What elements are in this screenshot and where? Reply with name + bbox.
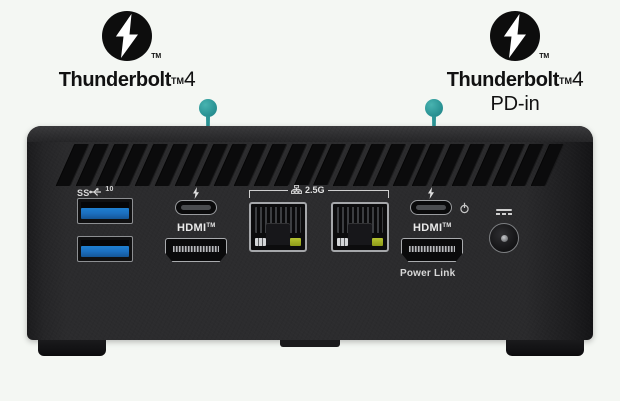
rj45-latch-slot xyxy=(348,223,372,245)
lan-speed-label: 2.5G xyxy=(288,185,328,195)
usb-a-port-lower[interactable] xyxy=(77,236,133,262)
thunderbolt-bolt-icon xyxy=(192,186,200,199)
thunderbolt-logo-icon: TM xyxy=(101,10,161,62)
rj45-led-link xyxy=(372,238,383,246)
rj45-latch-slot xyxy=(266,223,290,245)
thunderbolt-title-text: Thunderbolt xyxy=(446,69,560,91)
dc-input-icon xyxy=(496,209,512,215)
thunderbolt-version-number: 4 xyxy=(571,68,584,91)
thunderbolt-title: ThunderboltTM4 xyxy=(52,68,202,92)
thunderbolt-title-trademark: TM xyxy=(170,76,184,86)
power-link-label: Power Link xyxy=(400,268,456,279)
vent-grille xyxy=(55,144,565,186)
thunderbolt-logo-trademark: TM xyxy=(539,53,549,60)
power-icon xyxy=(459,201,470,214)
chassis-foot-left xyxy=(38,340,106,356)
hdmi-pin-row xyxy=(173,245,219,252)
usb-a-cavity xyxy=(81,240,129,246)
usb-c-tongue xyxy=(181,205,211,210)
callout-thunderbolt-4-left: TM ThunderboltTM4 xyxy=(52,10,202,92)
hdmi-label-right: HDMITM xyxy=(413,222,452,234)
hdmi-port-left[interactable] xyxy=(165,238,227,262)
lan-speed-text: 2.5G xyxy=(305,185,325,195)
dc-icon-bar xyxy=(496,209,512,211)
usb-c-tongue xyxy=(416,205,446,210)
chassis-top-edge xyxy=(27,126,593,142)
hdmi-port-right[interactable] xyxy=(401,238,463,262)
hdmi-label-left: HDMITM xyxy=(177,222,216,234)
rj45-led-link xyxy=(290,238,301,246)
chassis-center-tab xyxy=(280,340,340,347)
dc-icon-dashes xyxy=(496,213,512,215)
lan-port-1[interactable] xyxy=(249,202,307,252)
dc-power-jack[interactable] xyxy=(489,223,519,253)
callout-thunderbolt-4-pd-in-right: TM ThunderboltTM4 PD-in xyxy=(440,10,590,116)
mini-pc-chassis: SS 10 xyxy=(27,126,593,340)
thunderbolt-title-text: Thunderbolt xyxy=(58,69,172,91)
thunderbolt-subtitle: PD-in xyxy=(490,93,540,115)
lan-port-2[interactable] xyxy=(331,202,389,252)
usb-ss-text: SS xyxy=(77,188,90,198)
rj45-led-activity xyxy=(255,238,266,246)
hdmi-label-text: HDMI xyxy=(177,222,207,234)
usb-c-port-thunderbolt-left[interactable] xyxy=(175,200,217,215)
thunderbolt-version-number: 4 xyxy=(183,68,196,91)
hdmi-trademark: TM xyxy=(206,223,216,229)
dc-jack-center-pin xyxy=(500,234,508,242)
network-lan-icon xyxy=(291,185,302,194)
callout-pin-dot xyxy=(425,99,443,117)
thunderbolt-logo-icon: TM xyxy=(489,10,549,62)
hdmi-label-text: HDMI xyxy=(413,222,443,234)
thunderbolt-logo-trademark: TM xyxy=(151,53,161,60)
rear-io-port-panel: SS 10 xyxy=(27,185,593,340)
chassis-foot-right xyxy=(506,340,584,356)
usb-a-tongue xyxy=(81,208,129,219)
rj45-led-activity xyxy=(337,238,348,246)
hdmi-trademark: TM xyxy=(442,223,452,229)
usb-a-cavity xyxy=(81,202,129,208)
usb-a-port-upper[interactable] xyxy=(77,198,133,224)
usb-speed-rating: 10 xyxy=(105,186,114,193)
usb-superspeed-marking: SS 10 xyxy=(77,186,114,198)
usb-trident-icon xyxy=(89,187,102,197)
usb-a-tongue xyxy=(81,246,129,257)
usb-c-port-thunderbolt-pd-in-right[interactable] xyxy=(410,200,452,215)
thunderbolt-bolt-icon xyxy=(427,186,435,199)
callout-pin-dot xyxy=(199,99,217,117)
thunderbolt-title: ThunderboltTM4 xyxy=(440,68,590,92)
hdmi-pin-row xyxy=(409,245,455,252)
thunderbolt-title-trademark: TM xyxy=(558,76,572,86)
